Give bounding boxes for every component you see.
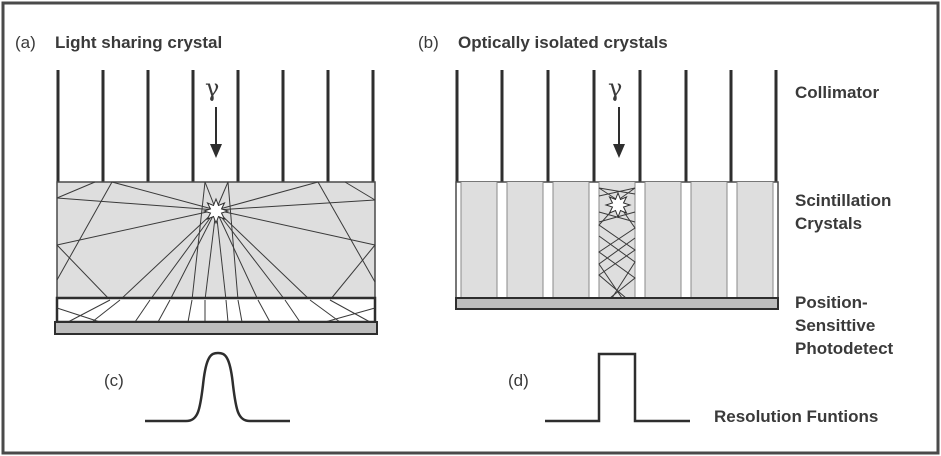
photodetector-a [54, 321, 378, 335]
panel-d-letter: (d) [508, 371, 529, 390]
scintillation-spark-b [604, 191, 632, 219]
scintillation-label-line2: Crystals [795, 214, 862, 233]
panel-b-title: Optically isolated crystals [458, 33, 668, 52]
light-rays-a [56, 181, 376, 301]
side-labels: Collimator Scintillation Crystals Positi… [714, 83, 894, 426]
panel-c-letter: (c) [104, 371, 124, 390]
rect-resolution-function [545, 352, 690, 423]
crystal-element [645, 182, 681, 298]
collimator-label: Collimator [795, 83, 879, 102]
crystal-element [507, 182, 543, 298]
psp-label-line1: Position- [795, 293, 868, 312]
panel-c: (c) [104, 351, 290, 423]
panel-a-title: Light sharing crystal [55, 33, 222, 52]
light-guide [55, 296, 377, 324]
panel-a: (a) Light sharing crystal γ [15, 33, 378, 335]
resolution-label: Resolution Funtions [714, 407, 878, 426]
psp-label-line3: Photodetect [795, 339, 894, 358]
gamma-arrow-a [210, 107, 222, 158]
collimator-b [455, 70, 778, 182]
panel-d: (d) [508, 352, 690, 423]
psp-label-line2: Sensittive [795, 316, 875, 335]
gamma-symbol-a: γ [205, 74, 219, 102]
collimator-a [56, 70, 375, 182]
gamma-arrow-b [613, 107, 625, 158]
panel-a-letter: (a) [15, 33, 36, 52]
crystal-element [461, 182, 497, 298]
gamma-symbol-b: γ [608, 74, 622, 102]
gaussian-resolution-curve [145, 351, 290, 423]
light-guide-rays [56, 299, 376, 323]
crystal-element [553, 182, 589, 298]
crystal-element [737, 182, 773, 298]
crystal-element [691, 182, 727, 298]
photodetector-b [455, 297, 779, 310]
light-rays-b [598, 187, 636, 299]
panel-b: (b) Optically isolated crystals γ [418, 33, 779, 310]
panel-b-letter: (b) [418, 33, 439, 52]
scintillation-spark-a [202, 197, 230, 225]
scintillation-label-line1: Scintillation [795, 191, 891, 210]
